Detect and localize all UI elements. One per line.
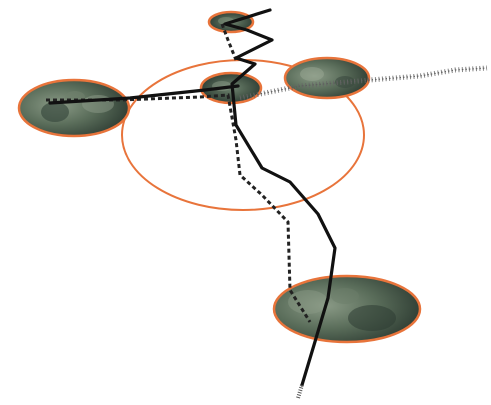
hatched-route-tail: [296, 384, 304, 399]
aerial-patch-bottom: [272, 274, 422, 344]
aerial-patch-right: [283, 56, 371, 100]
dotted-route-top: [220, 23, 238, 61]
solid-route: [48, 8, 337, 387]
dotted-route: [46, 93, 312, 323]
aerial-patch-left: [17, 78, 131, 138]
